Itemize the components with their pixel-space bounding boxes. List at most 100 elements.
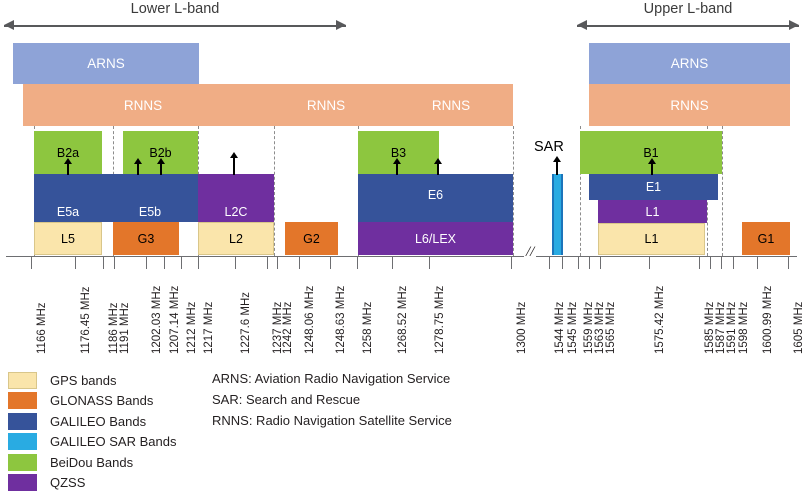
legend-galileo-sar-swatch xyxy=(8,433,37,451)
legend-galileo-swatch xyxy=(8,412,37,430)
tick-1544 xyxy=(549,257,550,269)
block-b2b-label: B2b xyxy=(149,145,172,160)
legend-galileo-sar-label: GALILEO SAR Bands xyxy=(50,434,177,450)
tick-1544-label: 1544 MHz xyxy=(554,301,566,354)
block-e1-label: E1 xyxy=(645,180,662,194)
tick-1587 xyxy=(710,257,711,269)
tick-1186 xyxy=(103,257,104,269)
block-l2-label: L2 xyxy=(229,231,243,246)
block-l6lex: L6/LEX xyxy=(358,222,513,255)
block-g3-label: G3 xyxy=(137,231,155,246)
rnns-lower-left: RNNS xyxy=(23,84,263,126)
tick-1300-label: 1300 MHz xyxy=(516,301,528,354)
block-l6lex-label: L6/LEX xyxy=(414,231,456,246)
tick-1207.14 xyxy=(164,257,165,269)
acronym-sar: SAR: Search and Rescue xyxy=(212,392,361,407)
tick-1565-label: 1565 MHz xyxy=(605,301,617,354)
span-arrow-lower-l-band xyxy=(4,20,346,31)
tick-1207.14-label: 1207.14 MHz xyxy=(169,285,181,354)
block-g2-label: G2 xyxy=(303,231,320,246)
frequency-axis-line xyxy=(6,256,797,257)
tick-1600.99 xyxy=(757,257,758,269)
acronym-rnns: RNNS: Radio Navigation Satellite Service xyxy=(212,413,452,428)
guide-1242 xyxy=(274,126,275,256)
tick-1545 xyxy=(562,257,563,269)
arns-upper-label: ARNS xyxy=(670,56,709,71)
tick-1248.06-label: 1248.06 MHz xyxy=(304,285,316,354)
marker-b2b-2 xyxy=(157,158,166,175)
block-b3-label: B3 xyxy=(390,145,407,160)
block-b1-label: B1 xyxy=(643,145,659,160)
tick-1248.63 xyxy=(330,257,331,269)
marker-b3-2 xyxy=(434,158,443,175)
span-arrow-upper-l-band xyxy=(577,20,799,31)
tick-1258-label: 1258 MHz xyxy=(362,301,374,354)
block-l1-gps-label: L1 xyxy=(644,232,659,246)
span-label-lower-l-band: Lower L-band xyxy=(130,1,220,17)
block-l2c: L2C xyxy=(198,174,274,222)
block-e5b-label: E5b xyxy=(138,205,162,219)
tick-1176.45 xyxy=(75,257,76,269)
rnns-upper-label: RNNS xyxy=(670,97,709,113)
block-b3: B3 xyxy=(358,131,439,174)
tick-1202.03 xyxy=(146,257,147,269)
rnns-lower-mid: RNNS xyxy=(263,84,389,126)
tick-1600.99-label: 1600.99 MHz xyxy=(762,285,774,354)
arns-upper: ARNS xyxy=(589,43,790,84)
legend-beidou-label: BeiDou Bands xyxy=(50,454,134,470)
rnns-lower-right: RNNS xyxy=(389,84,513,126)
tick-1591 xyxy=(721,257,722,269)
legend-gps-swatch xyxy=(8,371,37,389)
tick-1605 xyxy=(788,257,789,269)
legend-qzss-swatch xyxy=(8,474,37,492)
block-l2: L2 xyxy=(198,222,274,255)
sar-label: SAR xyxy=(534,139,564,155)
block-e5b: E5b xyxy=(102,174,198,222)
guide-1300 xyxy=(513,126,514,256)
tick-1202.03-label: 1202.03 MHz xyxy=(151,285,163,354)
tick-1227.6 xyxy=(235,257,236,269)
guide-1559 xyxy=(580,126,581,256)
tick-1166 xyxy=(31,257,32,269)
block-l1-qzss-label: L1 xyxy=(645,204,660,219)
tick-1176.45-label: 1176.45 MHz xyxy=(80,286,92,354)
legend-gps: GPS bands xyxy=(8,370,176,391)
tick-1598 xyxy=(733,257,734,269)
tick-1563 xyxy=(589,257,590,269)
marker-l2c xyxy=(230,152,239,175)
tick-1278.75 xyxy=(429,257,430,269)
tick-1278.75-label: 1278.75 MHz xyxy=(434,285,446,354)
tick-1605-label: 1605 MHz xyxy=(793,301,803,354)
rnns-lower-left-label: RNNS xyxy=(123,97,163,113)
legend-gps-label: GPS bands xyxy=(50,372,117,388)
tick-1575.42 xyxy=(649,257,650,269)
legend-glonass: GLONASS Bands xyxy=(8,391,176,412)
block-l1-qzss: L1 xyxy=(598,200,707,223)
legend-galileo-sar: GALILEO SAR Bands xyxy=(8,432,176,453)
legend-glonass-swatch xyxy=(8,392,37,410)
block-e5a-label: E5a xyxy=(56,205,80,219)
legend-qzss: QZSS xyxy=(8,473,176,494)
span-label-upper-l-band: Upper L-band xyxy=(643,1,733,17)
tick-1300 xyxy=(511,257,512,269)
tick-1212 xyxy=(181,257,182,269)
block-e6-label: E6 xyxy=(427,188,444,202)
tick-1585 xyxy=(699,257,700,269)
tick-1242-label: 1242 MHz xyxy=(282,301,294,354)
block-e1: E1 xyxy=(589,174,718,200)
tick-1598-label: 1598 MHz xyxy=(738,301,750,354)
tick-1191-label: 1191 MHz xyxy=(119,302,131,354)
legend-glonass-label: GLONASS Bands xyxy=(50,393,154,409)
block-l5-label: L5 xyxy=(61,231,75,246)
marker-sar xyxy=(553,156,562,175)
legend-beidou: BeiDou Bands xyxy=(8,452,176,473)
tick-1559 xyxy=(578,257,579,269)
marker-b2a xyxy=(64,158,73,175)
arns-lower-label: ARNS xyxy=(87,56,125,71)
marker-b2b xyxy=(134,158,143,175)
tick-1237 xyxy=(267,257,268,269)
rnns-upper: RNNS xyxy=(589,84,790,126)
tick-1258 xyxy=(357,257,358,269)
